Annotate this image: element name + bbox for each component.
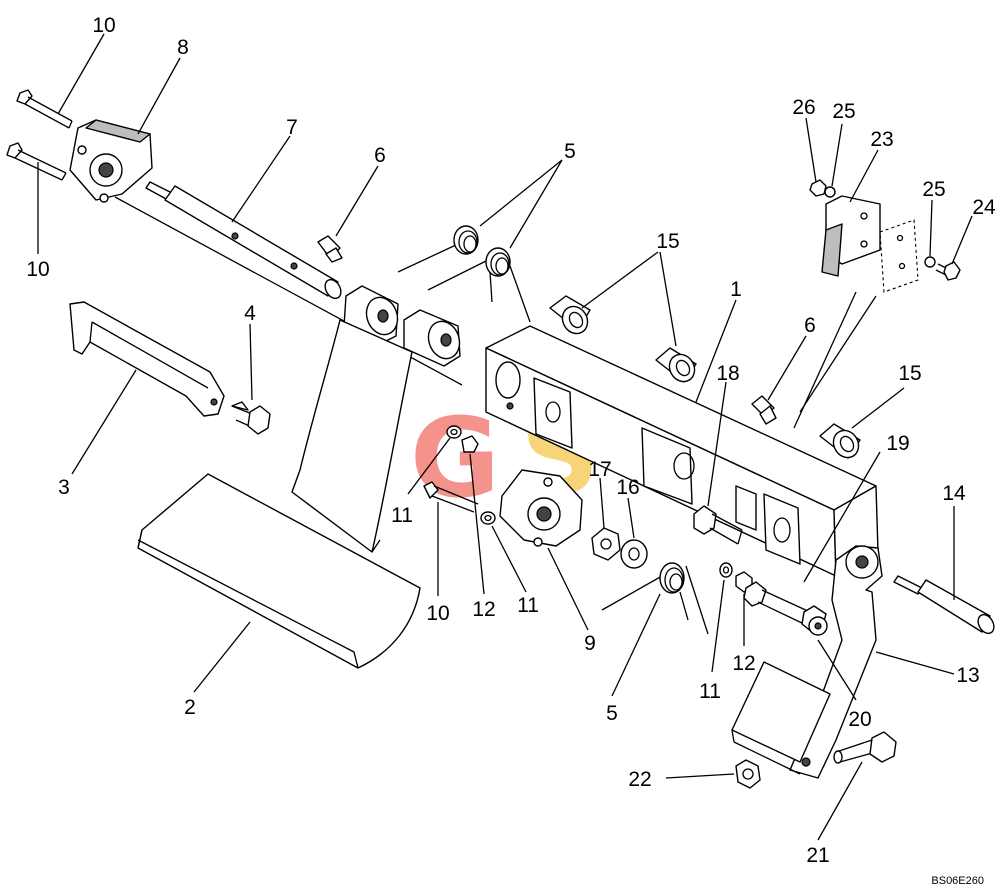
shaft-collar-right (403, 309, 461, 367)
callout-18: 18 (716, 362, 739, 385)
callout-11-left: 11 (391, 504, 413, 527)
callout-24: 24 (972, 196, 996, 219)
pedal-pad-2 (137, 473, 421, 669)
spacer-15-upper (549, 295, 591, 335)
washer-25-upper (824, 186, 836, 198)
callout-4: 4 (244, 302, 256, 325)
callout-10-center: 10 (426, 602, 449, 625)
callout-14: 14 (942, 482, 966, 505)
callout-25-right: 25 (922, 178, 945, 201)
nut-17 (591, 527, 621, 561)
bolt-10-upper (16, 89, 73, 129)
callout-6-right: 6 (804, 314, 816, 337)
bolt-21 (833, 731, 897, 764)
nut-12-center (461, 435, 479, 453)
watermark-letter-2: G (410, 394, 500, 522)
callout-3: 3 (58, 476, 70, 499)
callout-11-right: 11 (699, 680, 721, 703)
callout-19: 19 (886, 432, 909, 455)
main-frame-1 (485, 325, 879, 577)
drawing-reference: BS06E260 (931, 875, 984, 887)
nut-26 (809, 179, 827, 197)
callout-10-top: 10 (92, 14, 115, 37)
washer-25-right (924, 256, 936, 268)
bracket-23 (821, 195, 881, 277)
bolt-4 (231, 401, 271, 435)
sensor-assembly-lines (793, 291, 877, 429)
bolt-18 (693, 505, 743, 545)
callout-9: 9 (584, 632, 596, 655)
callout-25-upper: 25 (832, 100, 855, 123)
callout-5-upper: 5 (564, 140, 576, 163)
screw-24 (935, 261, 961, 281)
torsion-spring-5-upper (397, 225, 531, 323)
callout-11-center: 11 (517, 594, 539, 617)
bolt-10-lower (6, 142, 67, 181)
callout-2: 2 (184, 696, 196, 719)
bolt-10-center (423, 481, 479, 513)
washer-11-right (719, 562, 733, 578)
callout-1: 1 (730, 278, 742, 301)
callout-26: 26 (792, 96, 815, 119)
torsion-spring-5-lower (601, 562, 709, 635)
pin-14 (893, 575, 995, 635)
callout-5-lower: 5 (606, 702, 618, 725)
callout-20: 20 (848, 708, 871, 731)
washer-16 (620, 539, 648, 569)
bearing-block-8 (69, 119, 153, 203)
callout-21: 21 (806, 844, 829, 867)
callout-12-right: 12 (732, 652, 755, 675)
callout-15-upper: 15 (656, 230, 679, 253)
callout-15-right: 15 (898, 362, 921, 385)
callout-17: 17 (588, 458, 611, 481)
callout-7: 7 (286, 116, 298, 139)
washer-11-upper (446, 425, 462, 439)
washer-11-center (480, 511, 496, 525)
callout-labels: 10 8 7 6 5 10 15 1 4 6 15 18 19 17 16 3 … (26, 14, 996, 867)
callout-16: 16 (616, 476, 639, 499)
bearing-block-9 (499, 469, 583, 547)
callout-8: 8 (177, 36, 189, 59)
grease-fitting-6-right (751, 395, 777, 425)
callout-10-left: 10 (26, 258, 49, 281)
nut-22 (735, 759, 761, 789)
bracket-3 (69, 301, 225, 417)
callout-23: 23 (870, 128, 893, 151)
callout-22: 22 (628, 768, 651, 791)
pedal-plate (731, 661, 831, 775)
gasket-plate (879, 219, 919, 293)
spacer-15-middle (655, 347, 697, 383)
leader-lines (37, 33, 973, 841)
spacer-15-right (819, 423, 861, 459)
callout-13: 13 (956, 664, 979, 687)
grease-fitting-6-left (317, 235, 343, 263)
callout-12-center: 12 (472, 598, 495, 621)
callout-6-left: 6 (374, 144, 386, 167)
pedal-arm (291, 319, 413, 553)
